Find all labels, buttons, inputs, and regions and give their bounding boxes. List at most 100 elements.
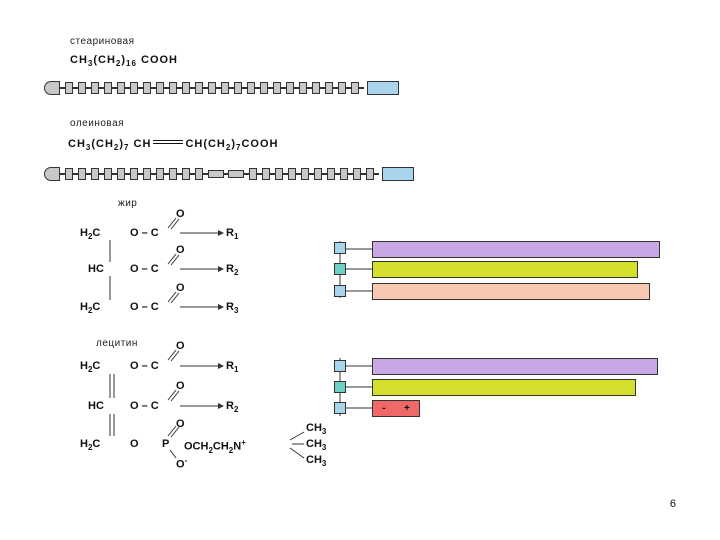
chain-segment [182,82,190,94]
chain-segment [156,82,164,94]
charge-minus: - [382,403,386,414]
chain-segment [117,82,125,94]
chain-segment [156,168,164,180]
fat-row-3-ester: O – C [130,301,159,313]
charge-plus: + [403,403,410,414]
methyl-end [44,167,60,181]
chain-segment [91,82,99,94]
chain-segment [65,82,73,94]
fat-row-1-carbon: H2C [80,227,101,242]
fat-glycerol-box-2 [334,263,346,275]
lecithin-tail-2 [372,379,636,396]
chain-segment [104,168,112,180]
chain-segment [286,82,294,94]
lecithin-glycerol-box-3 [334,402,346,414]
chain-segment [195,168,203,180]
chain-segment [366,168,374,180]
lecithin-row-2-ester: O – C [130,400,159,412]
chain-segment [182,168,190,180]
phosphate-oxygen-ester: O [130,438,139,450]
phosphate-double-bond [167,425,177,437]
fat-row-2-carbon: HC [88,263,104,275]
lecithin-glycerol-box-1 [334,360,346,372]
page-number: 6 [669,498,676,510]
fat-tail-2 [372,261,638,278]
lecithin-glycerol-box-2 [334,381,346,393]
fat-label: жир [118,198,138,209]
lecithin-polar-head: - + [372,400,420,417]
choline-methyl-1: CH3 [306,422,327,437]
fat-row-2-r: R2 [226,263,239,278]
chain-segment [169,168,177,180]
choline-chain: OCH2CH2N+ [184,438,246,455]
lecithin-label: лецитин [96,338,138,349]
stearic-acid-label: стеариновая [70,36,135,47]
phosphate-oxygen-minus: O- [176,456,188,471]
chain-segment [104,82,112,94]
fat-row-1-r: R1 [226,227,239,242]
lecithin-tail-1 [372,358,658,375]
fat-glycerol-box-3 [334,285,346,297]
chain-segment [340,168,348,180]
lecithin-row-3-carbon: H2C [80,438,101,453]
fat-row-2-ester: O – C [130,263,159,275]
double-bond-segment [208,170,224,178]
chain-segment [234,82,242,94]
double-bond-segment [228,170,244,178]
chain-segment [247,82,255,94]
chain-segment [117,168,125,180]
chain-segment [338,82,346,94]
oleic-acid-chain [44,166,414,182]
choline-bond-down [289,447,305,459]
chain-segment [262,168,270,180]
lecithin-row-2-carbon: HC [88,400,104,412]
choline-methyl-3: CH3 [306,454,327,469]
lecithin-row-1-oxygen: O [176,340,185,352]
chain-segment [130,82,138,94]
carboxyl-group [382,167,414,181]
fat-row-3-carbon: H2C [80,301,101,316]
fat-carbonyl-3 [167,291,177,303]
chain-segment [78,82,86,94]
lecithin-row-2-r: R2 [226,400,239,415]
stearic-acid-formula: CH3(CH2)16 COOH [70,54,178,69]
chain-segment [65,168,73,180]
chain-segment [301,168,309,180]
chain-segment [260,82,268,94]
fat-row-3-r: R3 [226,301,239,316]
lecithin-row-2-oxygen: O [176,380,185,392]
lecithin-row-1-carbon: H2C [80,360,101,375]
fat-tail-3 [372,283,650,300]
phosphate-single-bond [169,449,177,459]
chain-segment [327,168,335,180]
fat-row-2-oxygen: O [176,244,185,256]
chain-segment [325,82,333,94]
chain-segment [314,168,322,180]
lecithin-row-1-r: R1 [226,360,239,375]
lecithin-carbonyl-1 [167,349,177,361]
phosphate-oxygen-double: O [176,418,185,430]
chain-segment [143,168,151,180]
stearic-acid-chain [44,80,399,96]
fat-row-1-ester: O – C [130,227,159,239]
chain-segment [299,82,307,94]
methyl-end [44,81,60,95]
fat-row-3-oxygen: O [176,282,185,294]
fat-carbonyl-2 [167,253,177,265]
chain-segment [288,168,296,180]
chain-segment [91,168,99,180]
lecithin-row-1-ester: O – C [130,360,159,372]
chain-segment [208,82,216,94]
chain-segment [195,82,203,94]
chain-segment [273,82,281,94]
chain-segment [169,82,177,94]
chain-segment [353,168,361,180]
chain-segment [221,82,229,94]
choline-bond-up [289,431,305,441]
carboxyl-group [367,81,399,95]
phosphate-p: P [162,438,170,450]
chain-segment [275,168,283,180]
fat-tail-1 [372,241,660,258]
chain-segment [130,168,138,180]
